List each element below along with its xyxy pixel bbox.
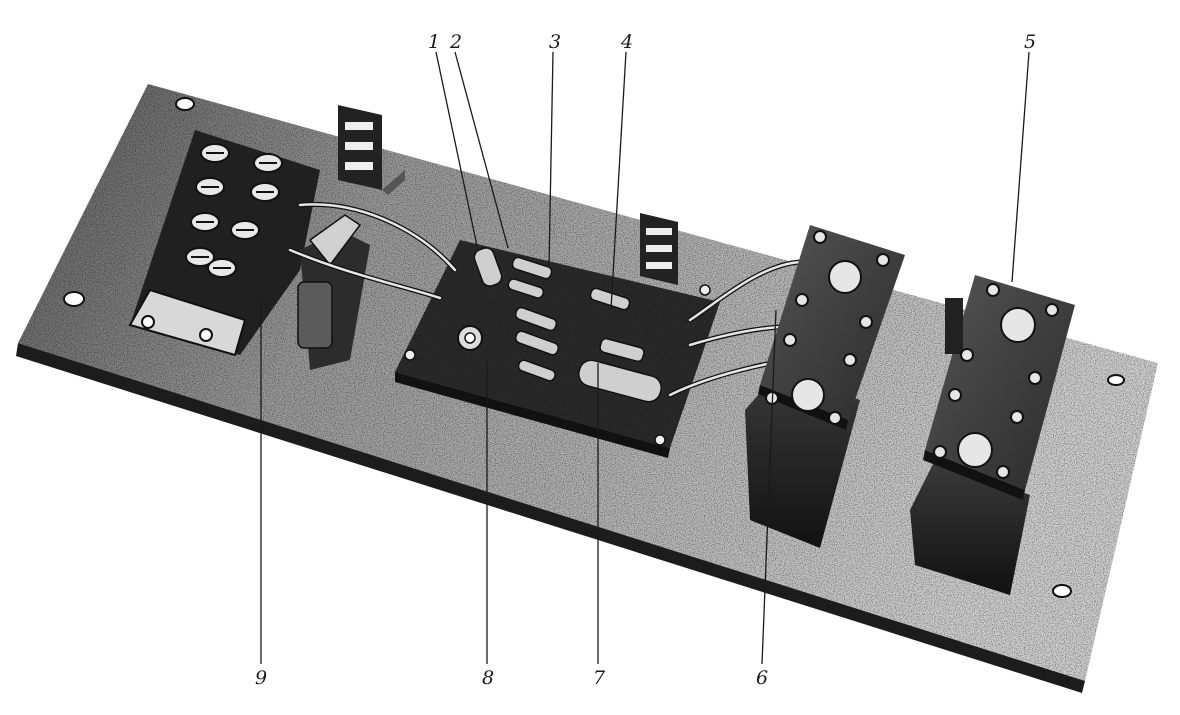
callout-8: 8: [482, 667, 494, 689]
callout-2: 2: [449, 31, 462, 53]
circuit-board: [395, 240, 720, 458]
callout-4: 4: [620, 31, 633, 53]
callout-1: 1: [428, 31, 440, 53]
callout-3: 3: [549, 31, 561, 53]
callout-5: 5: [1024, 31, 1036, 53]
spring-clip-center: [640, 213, 678, 285]
callout-9: 9: [255, 667, 267, 689]
relay-left: [745, 225, 905, 548]
leader-lines: [260, 51, 1030, 665]
callout-6: 6: [756, 667, 768, 689]
spring-clip-left: [338, 105, 405, 195]
capacitor-bracket: [297, 214, 370, 370]
callout-7: 7: [593, 667, 606, 689]
terminal-block: [128, 130, 320, 357]
relay-right: [910, 275, 1075, 595]
